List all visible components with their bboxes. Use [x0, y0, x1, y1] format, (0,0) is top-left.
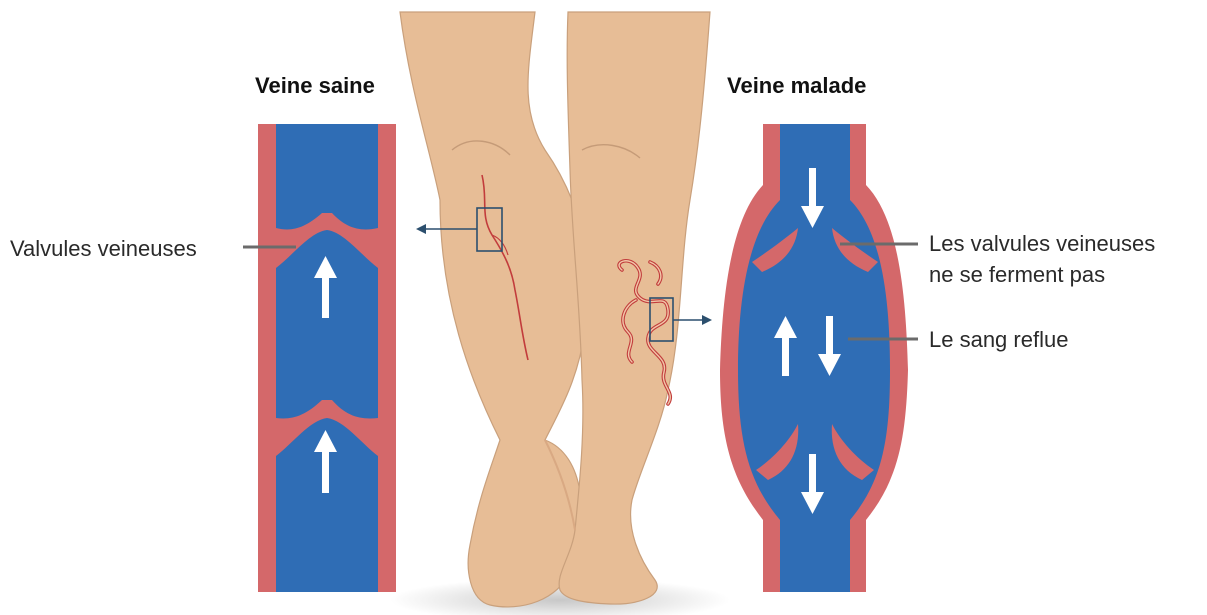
zoom-arrowhead-healthy [416, 224, 426, 234]
label-valves: Valvules veineuses [10, 236, 197, 261]
zoom-arrowhead-diseased [702, 315, 712, 325]
healthy-vein-lumen [276, 124, 378, 592]
diseased-vein-title: Veine malade [727, 73, 866, 98]
healthy-vein [258, 124, 396, 592]
right-leg [559, 12, 710, 604]
label-valves-open-line2: ne se ferment pas [929, 262, 1105, 287]
label-reflux: Le sang reflue [929, 327, 1068, 352]
label-valves-open-line1: Les valvules veineuses [929, 231, 1155, 256]
left-leg [400, 12, 588, 607]
healthy-vein-title: Veine saine [255, 73, 375, 98]
legs-illustration [390, 12, 730, 615]
diseased-vein [720, 124, 908, 592]
